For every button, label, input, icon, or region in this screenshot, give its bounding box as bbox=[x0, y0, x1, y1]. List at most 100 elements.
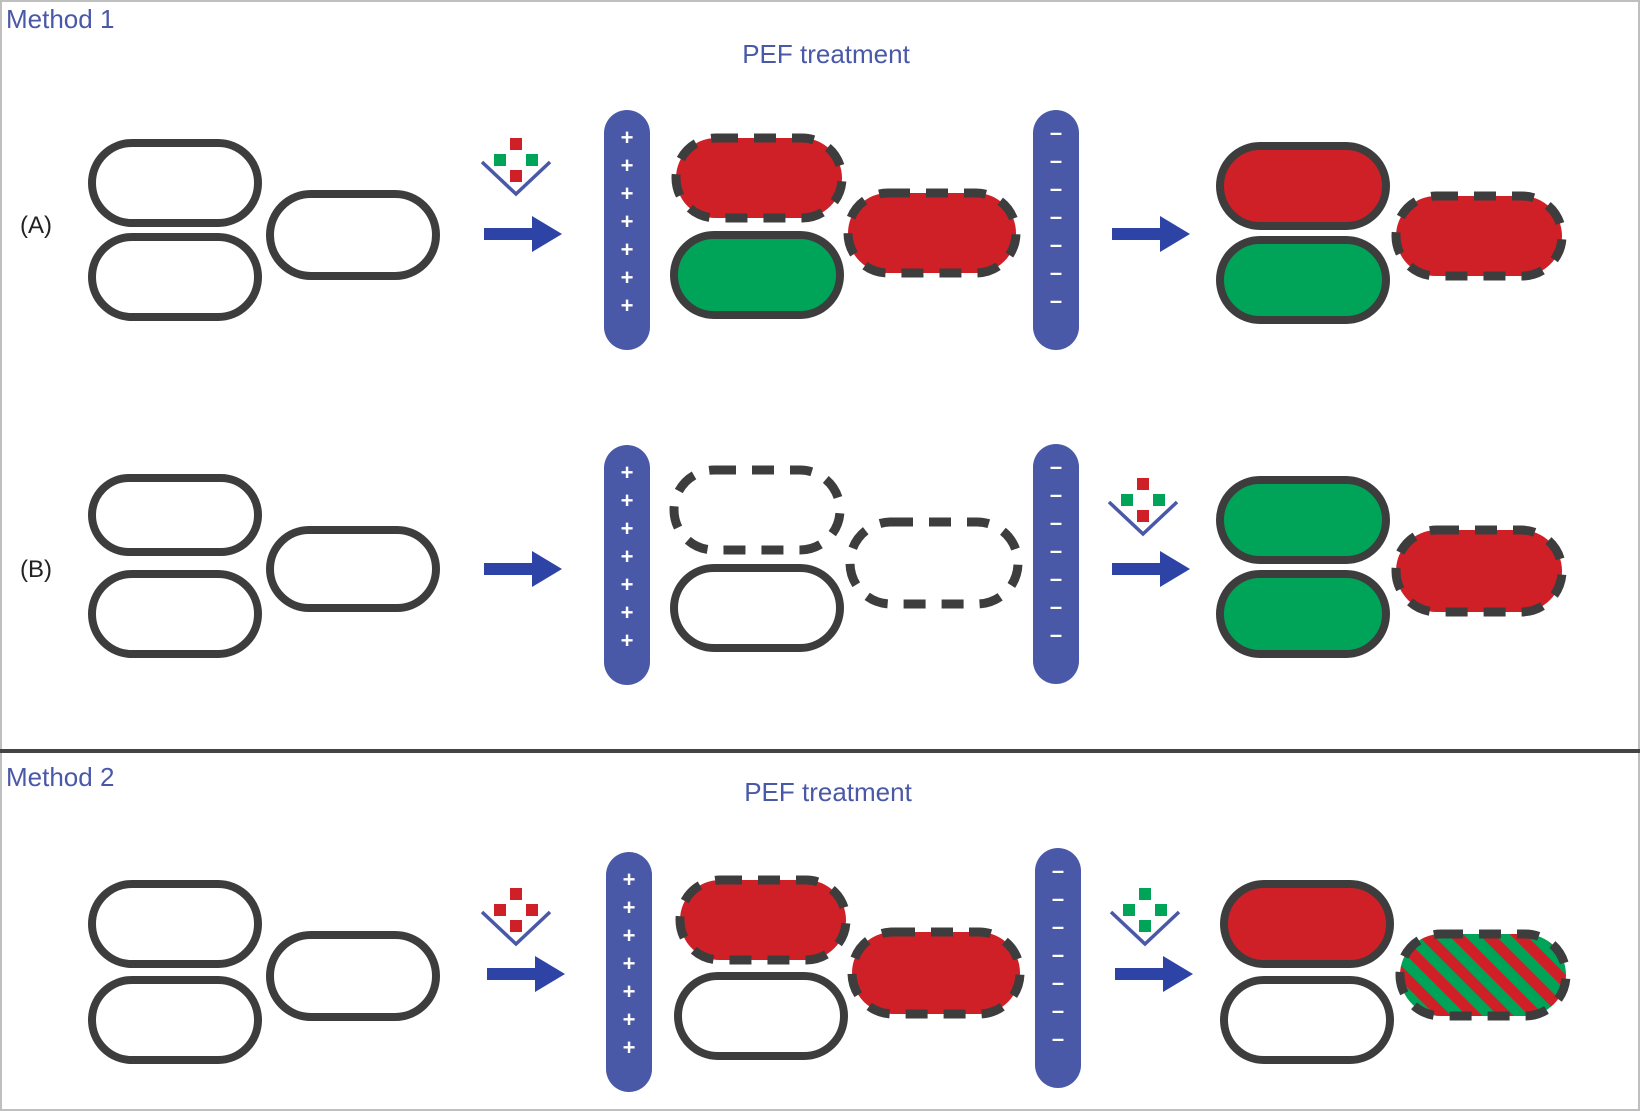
cell-a-result-2 bbox=[1216, 236, 1390, 324]
minus-sign: – bbox=[1050, 260, 1062, 285]
plus-sign: + bbox=[623, 979, 636, 1004]
plus-sign: + bbox=[623, 951, 636, 976]
plus-sign: + bbox=[621, 265, 634, 290]
plus-sign: + bbox=[623, 1007, 636, 1032]
bacterial-cell-icon bbox=[266, 526, 440, 612]
arrow-right-icon bbox=[1112, 216, 1190, 252]
negative-electrode-icon: ––––––– bbox=[1035, 848, 1081, 1088]
cell-b-1 bbox=[88, 474, 262, 556]
cell-m2-result-3 bbox=[1395, 929, 1571, 1021]
row-a-label: (A) bbox=[20, 212, 52, 239]
bacterial-cell-icon bbox=[843, 188, 1021, 278]
arrow-right-icon bbox=[487, 956, 565, 992]
method-2-pef-label: PEF treatment bbox=[744, 777, 912, 807]
plus-sign: + bbox=[623, 1035, 636, 1060]
bacterial-cell-icon bbox=[1216, 570, 1390, 658]
bacterial-cell-icon bbox=[266, 931, 440, 1021]
bacterial-cell-icon bbox=[88, 474, 262, 556]
bacterial-cell-icon bbox=[669, 465, 845, 555]
minus-sign: – bbox=[1050, 482, 1062, 507]
minus-sign: – bbox=[1050, 204, 1062, 229]
bacterial-cell-icon bbox=[88, 233, 262, 321]
cell-a-3 bbox=[266, 190, 440, 280]
bacterial-cell-icon bbox=[845, 517, 1023, 609]
cell-b-result-2 bbox=[1216, 570, 1390, 658]
arrow-right-icon bbox=[484, 216, 562, 252]
cell-m2-pef-2 bbox=[674, 972, 848, 1060]
cell-b-pef-2 bbox=[670, 564, 844, 652]
bacterial-cell-icon bbox=[1395, 929, 1571, 1021]
cell-b-pef-3 bbox=[845, 517, 1023, 609]
cell-a-result-1 bbox=[1216, 142, 1390, 230]
plus-sign: + bbox=[621, 460, 634, 485]
minus-sign: – bbox=[1052, 1026, 1064, 1051]
method-1-title: Method 1 bbox=[6, 4, 114, 34]
cell-a-pef-1 bbox=[671, 133, 847, 223]
plus-sign: + bbox=[623, 923, 636, 948]
minus-sign: – bbox=[1050, 566, 1062, 591]
positive-electrode-icon: +++++++ bbox=[604, 445, 650, 685]
plus-sign: + bbox=[623, 895, 636, 920]
cell-m2-pef-1 bbox=[675, 875, 851, 965]
plus-sign: + bbox=[621, 628, 634, 653]
arrow-right-icon bbox=[1112, 551, 1190, 587]
cell-m2-result-2 bbox=[1220, 976, 1394, 1064]
cell-b-3 bbox=[266, 526, 440, 612]
plus-sign: + bbox=[621, 237, 634, 262]
minus-sign: – bbox=[1052, 970, 1064, 995]
minus-sign: – bbox=[1050, 288, 1062, 313]
cell-m2-3 bbox=[266, 931, 440, 1021]
cell-b-2 bbox=[88, 570, 262, 658]
bacterial-cell-icon bbox=[675, 875, 851, 965]
method-2-title: Method 2 bbox=[6, 762, 114, 792]
bacterial-cell-icon bbox=[1216, 236, 1390, 324]
minus-sign: – bbox=[1052, 914, 1064, 939]
bacterial-cell-icon bbox=[670, 231, 844, 319]
cell-m2-2 bbox=[88, 976, 262, 1064]
stain-dispenser-icon bbox=[480, 888, 552, 947]
minus-sign: – bbox=[1050, 148, 1062, 173]
bacterial-cell-icon bbox=[1391, 191, 1567, 281]
plus-sign: + bbox=[621, 600, 634, 625]
method-1-pef-label: PEF treatment bbox=[742, 39, 910, 69]
bacterial-cell-icon bbox=[88, 570, 262, 658]
bacterial-cell-icon bbox=[1391, 525, 1567, 617]
minus-sign: – bbox=[1052, 858, 1064, 883]
stain-dispenser-icon bbox=[1109, 888, 1181, 947]
minus-sign: – bbox=[1050, 454, 1062, 479]
row-b-label: (B) bbox=[20, 556, 52, 583]
minus-sign: – bbox=[1052, 942, 1064, 967]
bacterial-cell-icon bbox=[674, 972, 848, 1060]
cell-a-pef-3 bbox=[843, 188, 1021, 278]
cell-b-pef-1 bbox=[669, 465, 845, 555]
minus-sign: – bbox=[1050, 594, 1062, 619]
minus-sign: – bbox=[1050, 510, 1062, 535]
stain-dispenser-icon bbox=[1107, 478, 1179, 537]
plus-sign: + bbox=[621, 544, 634, 569]
bacterial-cell-icon bbox=[1216, 142, 1390, 230]
plus-sign: + bbox=[621, 181, 634, 206]
plus-sign: + bbox=[621, 516, 634, 541]
cell-m2-pef-3 bbox=[847, 927, 1025, 1019]
minus-sign: – bbox=[1050, 120, 1062, 145]
plus-sign: + bbox=[621, 209, 634, 234]
arrow-right-icon bbox=[1115, 956, 1193, 992]
minus-sign: – bbox=[1050, 176, 1062, 201]
bacterial-cell-icon bbox=[1216, 476, 1390, 564]
bacterial-cell-icon bbox=[1220, 880, 1394, 968]
plus-sign: + bbox=[621, 572, 634, 597]
minus-sign: – bbox=[1050, 622, 1062, 647]
cell-m2-1 bbox=[88, 880, 262, 968]
bacterial-cell-icon bbox=[671, 133, 847, 223]
bacterial-cell-icon bbox=[1220, 976, 1394, 1064]
plus-sign: + bbox=[621, 153, 634, 178]
stain-dispenser-icon bbox=[480, 138, 552, 197]
cell-a-1 bbox=[88, 139, 262, 227]
bacterial-cell-icon bbox=[670, 564, 844, 652]
cell-b-result-3 bbox=[1391, 525, 1567, 617]
arrow-right-icon bbox=[484, 551, 562, 587]
bacterial-cell-icon bbox=[266, 190, 440, 280]
bacterial-cell-icon bbox=[847, 927, 1025, 1019]
bacterial-cell-icon bbox=[88, 139, 262, 227]
